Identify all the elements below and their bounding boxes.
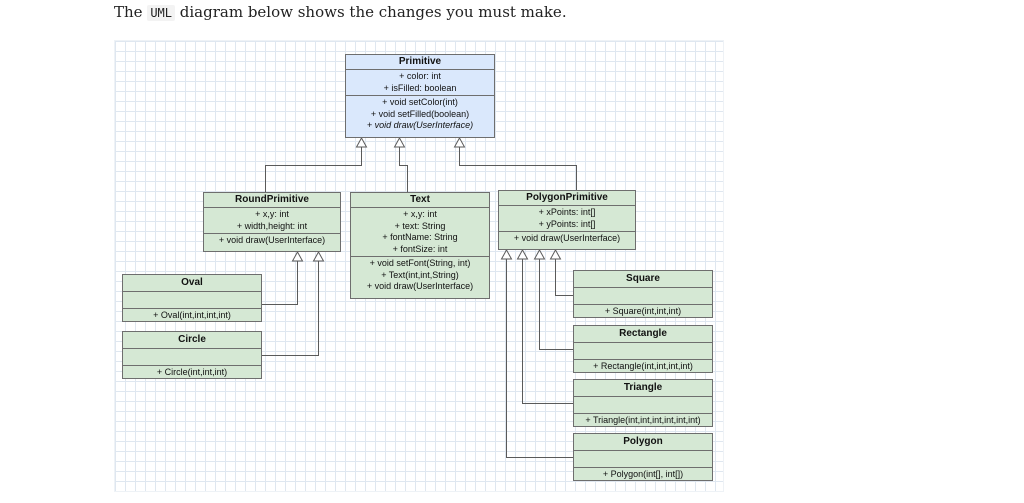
class-name: RoundPrimitive [204, 193, 340, 208]
method: + Text(int,int,String) [381, 269, 459, 280]
attributes: + color: int + isFilled: boolean [346, 70, 494, 96]
class-name: Rectangle [574, 326, 712, 343]
methods: + Polygon(int[], int[]) [574, 468, 712, 482]
method: + void setColor(int) [382, 97, 458, 107]
method: + Oval(int,int,int,int) [153, 310, 231, 320]
class-name: Oval [123, 275, 261, 292]
method: + Triangle(int,int,int,int,int,int) [585, 415, 701, 425]
attributes: + x,y: int + text: String + fontName: St… [351, 208, 489, 257]
attribute: + xPoints: int[] [538, 207, 596, 217]
class-triangle: Triangle + Triangle(int,int,int,int,int,… [573, 379, 713, 427]
attributes [574, 343, 712, 360]
methods: + void draw(UserInterface) [499, 232, 635, 246]
method: + void draw(UserInterface) [366, 281, 474, 291]
attributes: + x,y: int + width,height: int [204, 208, 340, 234]
method: + Polygon(int[], int[]) [602, 469, 684, 479]
attribute: + yPoints: int[] [538, 218, 596, 229]
attribute: + color: int [399, 71, 441, 81]
methods: + Triangle(int,int,int,int,int,int) [574, 414, 712, 428]
methods: + void draw(UserInterface) [204, 234, 340, 248]
methods: + Square(int,int,int) [574, 305, 712, 319]
attributes: + xPoints: int[] + yPoints: int[] [499, 206, 635, 232]
method: + void draw(UserInterface) [366, 120, 474, 130]
intro-text: The UML diagram below shows the changes … [114, 3, 567, 21]
class-text: Text + x,y: int + text: String + fontNam… [350, 192, 490, 299]
method: + Square(int,int,int) [604, 306, 682, 316]
intro-before: The [114, 3, 148, 21]
class-name: Primitive [346, 55, 494, 70]
attribute: + fontName: String [382, 232, 458, 242]
class-circle: Circle + Circle(int,int,int) [122, 331, 262, 379]
class-name: Text [351, 193, 489, 208]
class-name: Square [574, 271, 712, 288]
class-primitive: Primitive + color: int + isFilled: boole… [345, 54, 495, 138]
class-name: Polygon [574, 434, 712, 451]
attribute: + width,height: int [236, 220, 308, 231]
attribute: + x,y: int [403, 209, 437, 219]
class-square: Square + Square(int,int,int) [573, 270, 713, 318]
attributes [123, 292, 261, 309]
methods: + Circle(int,int,int) [123, 366, 261, 380]
intro-after: diagram below shows the changes you must… [175, 3, 567, 21]
method: + void draw(UserInterface) [218, 235, 326, 245]
attributes [574, 451, 712, 468]
class-name: PolygonPrimitive [499, 191, 635, 206]
class-round-primitive: RoundPrimitive + x,y: int + width,height… [203, 192, 341, 252]
class-rectangle: Rectangle + Rectangle(int,int,int,int) [573, 325, 713, 373]
attribute: + fontSize: int [392, 243, 448, 254]
class-polygon: Polygon + Polygon(int[], int[]) [573, 433, 713, 481]
class-name: Circle [123, 332, 261, 349]
methods: + void setFont(String, int) + Text(int,i… [351, 257, 489, 294]
intro-code: UML [147, 5, 175, 21]
method: + Rectangle(int,int,int,int) [593, 361, 693, 371]
methods: + Oval(int,int,int,int) [123, 309, 261, 323]
class-polygon-primitive: PolygonPrimitive + xPoints: int[] + yPoi… [498, 190, 636, 250]
attribute: + x,y: int [255, 209, 289, 219]
methods: + void setColor(int) + void setFilled(bo… [346, 96, 494, 133]
method: + void setFilled(boolean) [370, 108, 470, 119]
attributes [574, 288, 712, 305]
attribute: + text: String [394, 220, 446, 231]
class-name: Triangle [574, 380, 712, 397]
methods: + Rectangle(int,int,int,int) [574, 360, 712, 374]
method: + void draw(UserInterface) [513, 233, 621, 243]
attributes [123, 349, 261, 366]
method: + Circle(int,int,int) [156, 367, 228, 377]
attributes [574, 397, 712, 414]
class-oval: Oval + Oval(int,int,int,int) [122, 274, 262, 322]
attribute: + isFilled: boolean [383, 82, 457, 93]
method: + void setFont(String, int) [369, 258, 471, 268]
